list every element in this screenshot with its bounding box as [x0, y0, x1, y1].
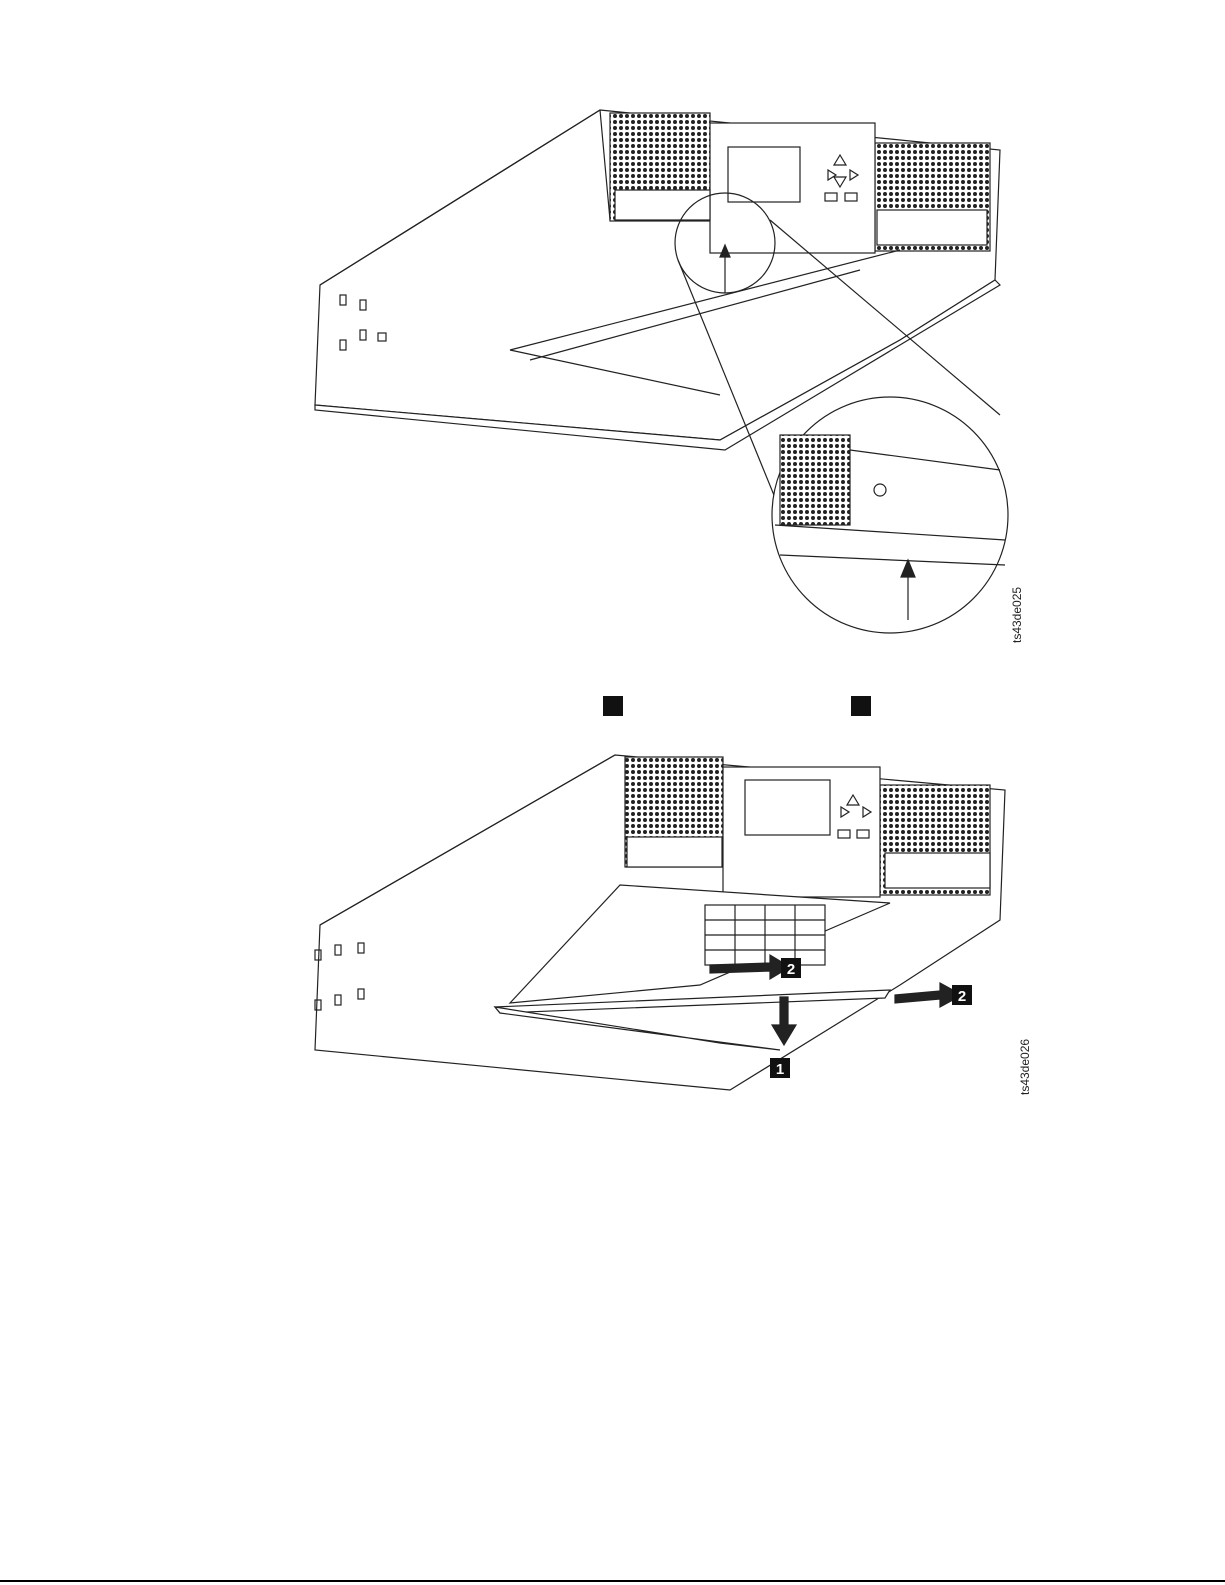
figure-cover-removal: 1 2 2	[300, 745, 1040, 1105]
step-marker	[851, 696, 871, 716]
figure-library-bottom-view	[300, 95, 1040, 645]
figure-id-label: ts43de026	[1018, 1039, 1032, 1095]
callout-1: 1	[770, 1058, 790, 1078]
callout-2a: 2	[781, 958, 801, 978]
page-bottom-rule	[0, 1580, 1225, 1582]
callout-text: 1	[776, 1061, 784, 1078]
step-marker	[603, 696, 623, 716]
cover-removal-illustration: 1 2 2	[300, 745, 1040, 1105]
library-illustration	[300, 95, 1040, 645]
callout-text: 2	[958, 988, 966, 1005]
figure-id-label: ts43de025	[1010, 587, 1024, 643]
callout-text: 2	[787, 961, 795, 978]
callout-2b: 2	[952, 985, 972, 1005]
